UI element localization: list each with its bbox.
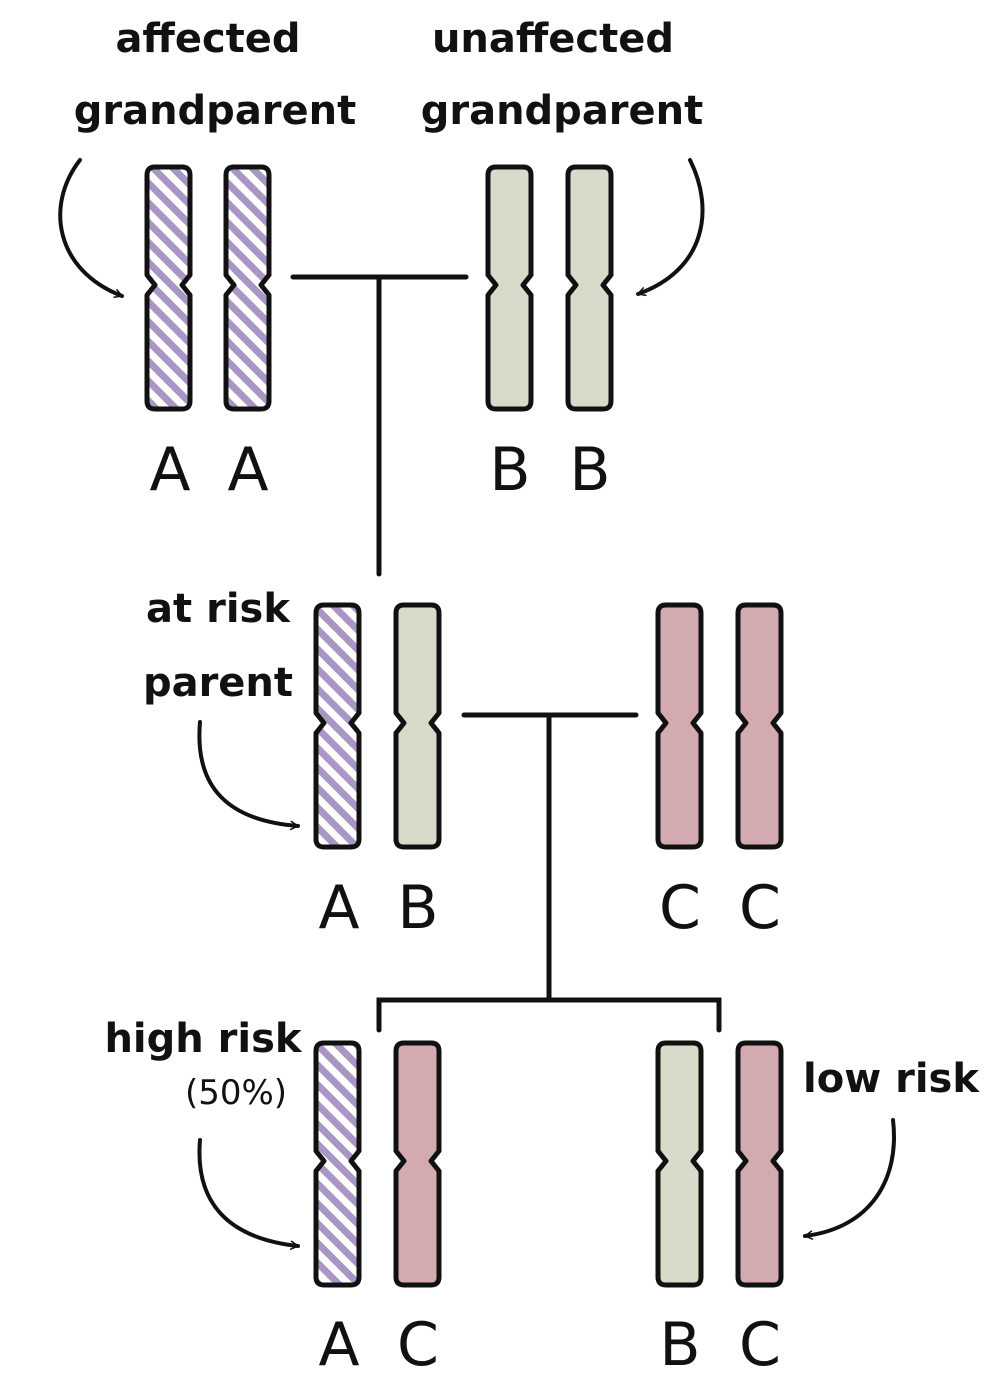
affected-grandparent-label-line2: grandparent (74, 88, 357, 134)
affected-grandparent-arrow (58, 158, 124, 298)
allele-label: B (489, 435, 530, 505)
chromosomes (144, 164, 784, 1288)
pedigree-lines (290, 274, 722, 1033)
unaffected-grandparent-chromosome-b-unaffected (565, 164, 614, 412)
at-risk-parent-chromosome-a-affected (313, 602, 362, 850)
low-risk-arrow (803, 1118, 896, 1240)
allele-label: B (569, 435, 610, 505)
affected-grandparent-chromosome-a-affected (144, 164, 193, 412)
allele-label: C (659, 873, 701, 943)
unaffected-grandparent-label-line1: unaffected (432, 16, 674, 62)
high-risk-child-chromosome-a-affected (313, 1040, 362, 1288)
allele-label: A (318, 873, 359, 943)
allele-label: A (149, 435, 190, 505)
unaffected-grandparent-label-line2: grandparent (421, 88, 704, 134)
high-risk-label: high risk (104, 1016, 302, 1062)
annotations: affected grandparent unaffected grandpar… (74, 16, 981, 1113)
allele-label: A (227, 435, 268, 505)
allele-label: B (397, 873, 438, 943)
unaffected-grandparent-arrow (636, 158, 705, 297)
allele-label: C (739, 1310, 781, 1380)
high-risk-child-chromosome-c-partner (393, 1040, 442, 1288)
allele-label: B (659, 1310, 700, 1380)
high-risk-arrow (197, 1138, 300, 1250)
unaffected-grandparent-chromosome-b-unaffected (485, 164, 534, 412)
low-risk-child-chromosome-b-unaffected (655, 1040, 704, 1288)
low-risk-label: low risk (803, 1056, 980, 1102)
low-risk-child-chromosome-c-partner (735, 1040, 784, 1288)
partner-chromosome-c-partner (735, 602, 784, 850)
at-risk-parent-label-line1: at risk (146, 586, 291, 632)
allele-label: C (397, 1310, 439, 1380)
at-risk-parent-chromosome-b-unaffected (393, 602, 442, 850)
affected-grandparent-label-line1: affected (115, 16, 300, 62)
allele-labels: A A B B A B C C A C B C (149, 435, 780, 1380)
at-risk-parent-label-line2: parent (143, 660, 293, 706)
partner-chromosome-c-partner (655, 602, 704, 850)
affected-grandparent-chromosome-a-affected (223, 164, 272, 412)
high-risk-percent-label: (50%) (185, 1073, 287, 1113)
at-risk-parent-arrow (197, 720, 300, 831)
allele-label: C (739, 873, 781, 943)
allele-label: A (318, 1310, 359, 1380)
children-sibship-line (376, 997, 722, 1033)
arrows (58, 158, 896, 1250)
